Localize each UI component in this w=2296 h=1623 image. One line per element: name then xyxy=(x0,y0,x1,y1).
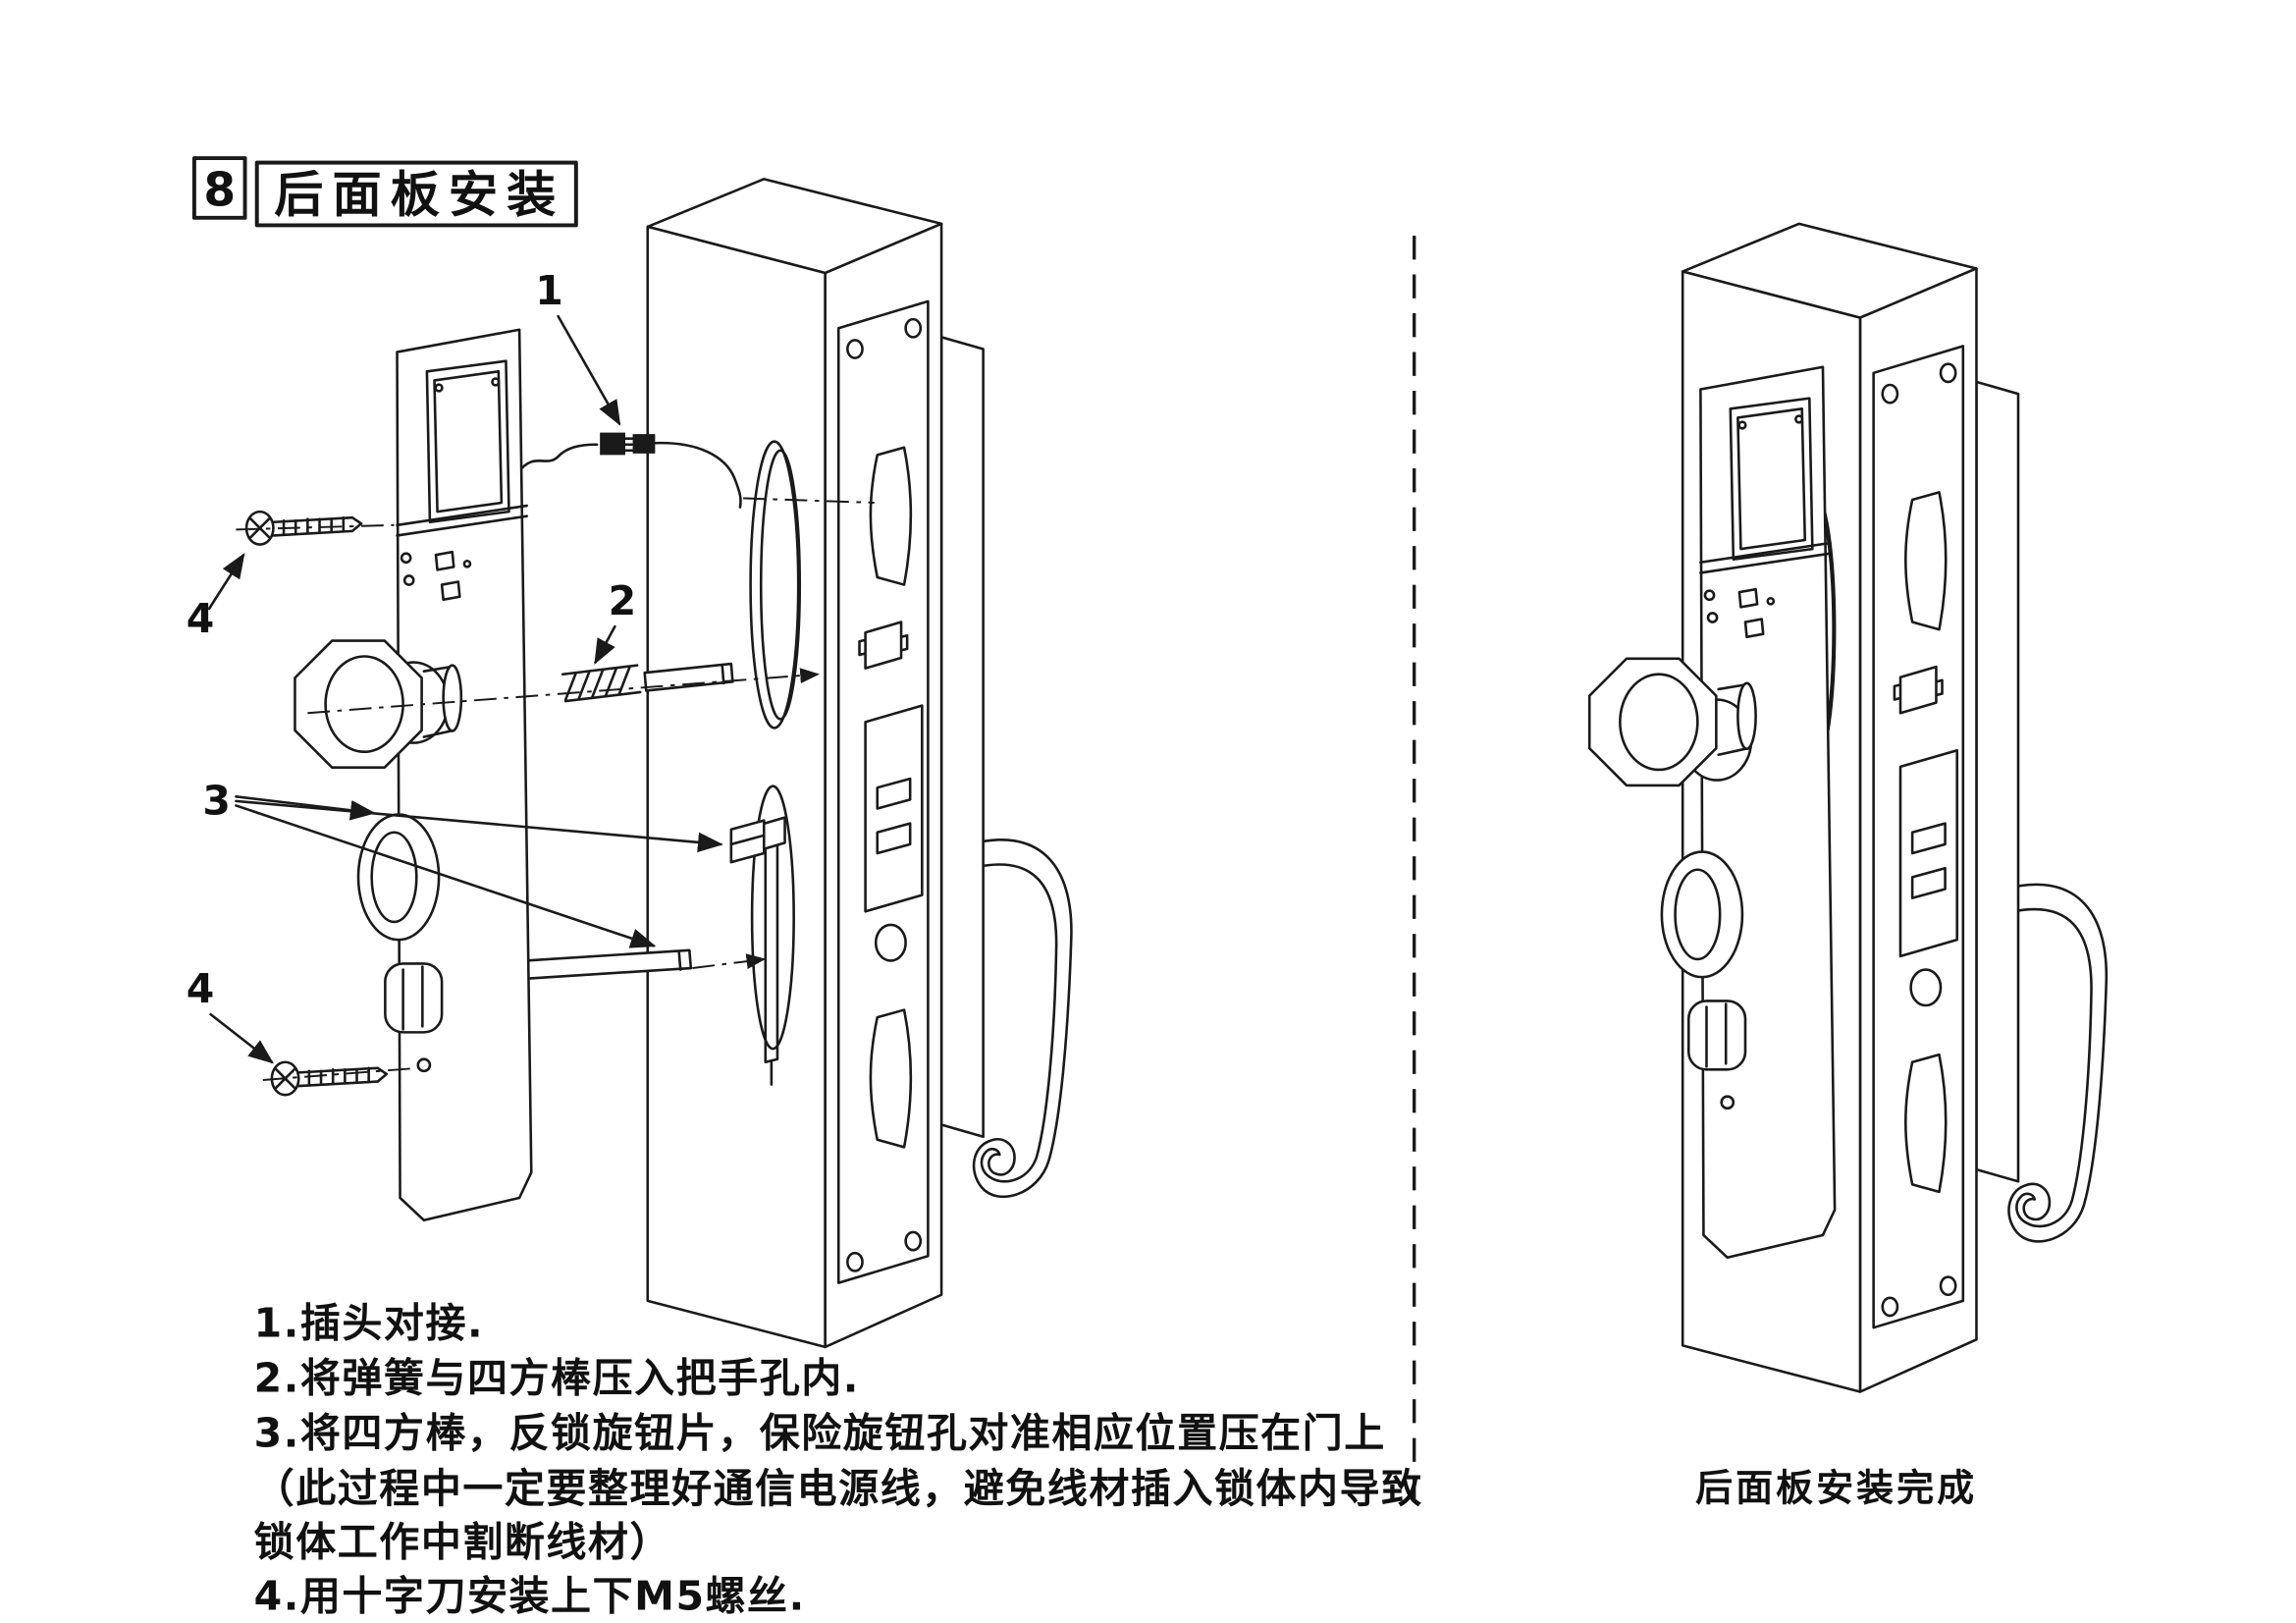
step-number-box xyxy=(191,156,247,220)
instruction-line-1: 1.插头对接. xyxy=(254,1299,484,1346)
screw-top xyxy=(244,510,363,546)
assembled-caption: 后面板安装完成 xyxy=(1695,1466,1977,1509)
center-lines xyxy=(236,497,875,1081)
callout-2: 2 xyxy=(609,577,637,624)
header: 8 后面板安装 xyxy=(191,156,578,228)
instruction-line-3: 3.将四方棒，反锁旋钮片，保险旋钮孔对准相应位置压在门上 xyxy=(254,1410,1386,1457)
spring xyxy=(561,664,642,703)
exploded-view: 1 2 3 4 4 xyxy=(187,178,1073,1349)
door-and-lock xyxy=(646,178,1073,1349)
assembled-view xyxy=(1587,222,2109,1393)
wire-connector xyxy=(516,432,742,509)
instruction-line-4: （此过程中一定要整理好通信电源线，避免线材插入锁体内导致 xyxy=(254,1465,1423,1512)
instructions: 1.插头对接. 2.将弹簧与四方棒压入把手孔内. 3.将四方棒，反锁旋钮片，保险… xyxy=(254,1299,1423,1619)
instruction-line-2: 2.将弹簧与四方棒压入把手孔内. xyxy=(254,1355,860,1402)
screw-bottom xyxy=(270,1060,389,1097)
callout-4-bottom: 4 xyxy=(187,965,215,1012)
instruction-line-6: 4.用十字刀安装上下M5螺丝. xyxy=(254,1572,806,1619)
step-title-box xyxy=(254,160,578,228)
callout-4-top: 4 xyxy=(187,595,215,642)
rear-panel xyxy=(356,328,533,1222)
instruction-line-5: 锁体工作中割断线材） xyxy=(254,1519,671,1566)
thumbturn-block xyxy=(729,819,766,864)
page-title: 后面板安装 xyxy=(274,166,564,224)
callouts: 1 2 3 4 4 xyxy=(187,267,723,1064)
callout-3: 3 xyxy=(202,778,231,825)
square-bar-short xyxy=(643,662,734,692)
callout-1: 1 xyxy=(535,267,563,314)
step-number: 8 xyxy=(203,164,236,218)
